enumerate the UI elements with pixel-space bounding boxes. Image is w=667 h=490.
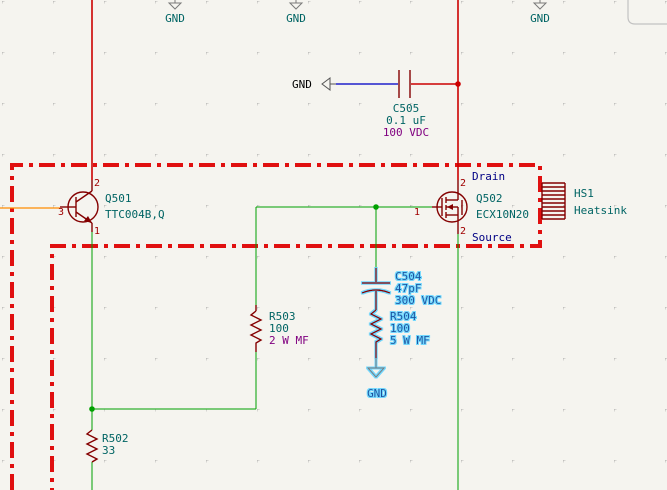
svg-text:3: 3 <box>58 207 64 218</box>
svg-text:300 VDC: 300 VDC <box>395 294 441 307</box>
selected-group[interactable]: C504 47pF 300 VDC R504 100 5 W MF GND <box>361 268 441 400</box>
svg-text:GND: GND <box>286 12 306 25</box>
svg-text:33: 33 <box>102 444 115 457</box>
junctions <box>89 204 379 412</box>
svg-text:100: 100 <box>269 322 289 335</box>
svg-text:GND: GND <box>165 12 185 25</box>
svg-text:ECX10N20: ECX10N20 <box>476 208 529 221</box>
svg-text:2: 2 <box>460 226 466 237</box>
svg-text:1: 1 <box>94 226 100 237</box>
svg-text:R503: R503 <box>269 310 296 323</box>
svg-text:C505: C505 <box>393 102 420 115</box>
svg-text:Q502: Q502 <box>476 192 503 205</box>
zone-outline <box>10 163 542 490</box>
gnd-symbol-top-3[interactable]: GND <box>530 0 550 25</box>
resistor-r504[interactable]: R504 100 5 W MF <box>369 309 430 358</box>
gnd-symbol-top-1[interactable]: GND <box>165 0 185 25</box>
svg-text:C504: C504 <box>395 270 422 283</box>
capacitor-c505[interactable]: GND C505 0.1 uF 100 VDC <box>292 70 458 139</box>
svg-text:Q501: Q501 <box>105 192 132 205</box>
svg-text:1: 1 <box>414 207 420 218</box>
panel-corner <box>627 0 667 25</box>
svg-text:GND: GND <box>530 12 550 25</box>
svg-text:2 W MF: 2 W MF <box>269 334 309 347</box>
svg-text:2: 2 <box>94 178 100 189</box>
svg-text:100: 100 <box>390 322 410 335</box>
mosfet-q502[interactable]: 1 2 2 Drain Source Q502 ECX10N20 <box>414 170 529 244</box>
svg-text:GND: GND <box>367 387 387 400</box>
svg-text:Drain: Drain <box>472 170 505 183</box>
gnd-label-c505: GND <box>292 78 312 91</box>
gnd-symbol-top-2[interactable]: GND <box>286 0 306 25</box>
svg-text:2: 2 <box>460 178 466 189</box>
svg-text:TTC004B,Q: TTC004B,Q <box>105 208 165 221</box>
svg-text:5 W MF: 5 W MF <box>390 334 430 347</box>
wires[interactable] <box>91 206 459 490</box>
svg-text:Source: Source <box>472 231 512 244</box>
capacitor-c504[interactable]: C504 47pF 300 VDC <box>361 268 441 310</box>
svg-text:R502: R502 <box>102 432 129 445</box>
svg-text:Heatsink: Heatsink <box>574 204 627 217</box>
transistor-q501[interactable]: 3 2 1 Q501 TTC004B,Q <box>58 178 165 237</box>
svg-text:100 VDC: 100 VDC <box>383 126 429 139</box>
heatsink-hs1[interactable]: HS1 Heatsink <box>541 182 627 220</box>
supply-rails <box>91 0 459 180</box>
svg-text:47pF: 47pF <box>395 282 422 295</box>
gnd-symbol-r504[interactable]: GND <box>366 358 387 400</box>
svg-text:R504: R504 <box>390 310 417 323</box>
resistor-r502[interactable]: R502 33 <box>85 429 129 463</box>
svg-text:HS1: HS1 <box>574 187 594 200</box>
svg-text:0.1 uF: 0.1 uF <box>386 114 426 127</box>
resistor-r503[interactable]: R503 100 2 W MF <box>249 305 309 352</box>
